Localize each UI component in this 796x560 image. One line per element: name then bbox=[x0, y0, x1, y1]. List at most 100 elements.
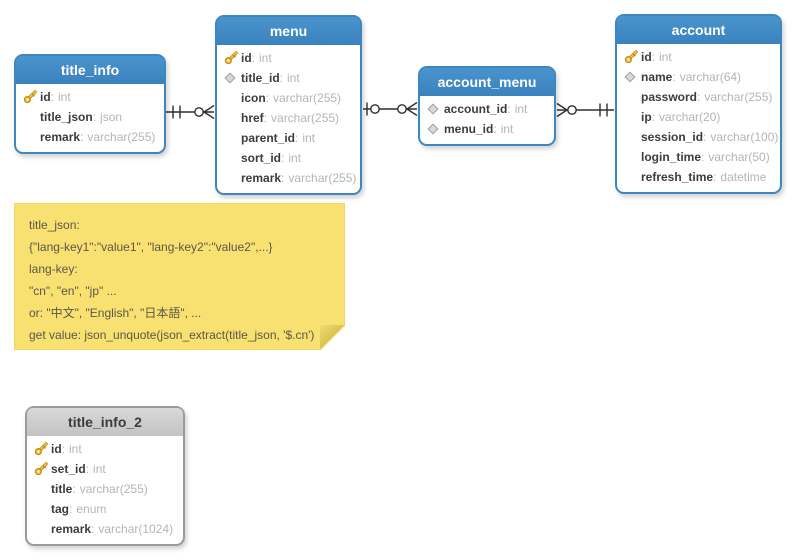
field-row-title_info_2-id[interactable]: idint bbox=[27, 439, 183, 459]
table-menu[interactable]: menuidinttitle_idinticonvarchar(255)href… bbox=[215, 15, 362, 195]
note-line: title_json: bbox=[29, 218, 80, 232]
field-row-title_info-remark[interactable]: remark varchar(255) bbox=[16, 127, 164, 147]
field-row-title_info_2-remark[interactable]: remark varchar(1024) bbox=[27, 519, 183, 539]
table-header-account_menu[interactable]: account_menu bbox=[420, 68, 554, 96]
field-row-account-refresh_time[interactable]: refresh_time datetime bbox=[617, 167, 780, 187]
field-row-menu-icon[interactable]: icon varchar(255) bbox=[217, 88, 360, 108]
field-type: varchar(255) bbox=[79, 482, 148, 496]
table-body-title_info_2: idintset_idinttitlevarchar(255)tagenumre… bbox=[27, 436, 183, 544]
field-type: int bbox=[58, 90, 71, 104]
field-row-menu-href[interactable]: href varchar(255) bbox=[217, 108, 360, 128]
field-type: int bbox=[514, 102, 528, 116]
field-name: password bbox=[641, 90, 700, 104]
field-row-menu-remark[interactable]: remark varchar(255) bbox=[217, 168, 360, 188]
field-icon-spacer bbox=[34, 502, 51, 516]
field-icon-spacer bbox=[624, 170, 641, 184]
field-row-title_info-id[interactable]: idint bbox=[16, 87, 164, 107]
table-header-account[interactable]: account bbox=[617, 16, 780, 44]
connector-account_menu-account[interactable] bbox=[556, 102, 614, 118]
note-line: "cn", "en", "jp" ... bbox=[29, 284, 117, 298]
note-line: or: "中文", "English", "日本語", ... bbox=[29, 306, 202, 320]
connector-menu-account_menu[interactable] bbox=[363, 101, 418, 117]
field-icon-spacer bbox=[224, 91, 241, 105]
field-row-menu-title_id[interactable]: title_id int bbox=[217, 68, 360, 88]
connector-title_info-menu[interactable] bbox=[166, 104, 215, 120]
field-type: int bbox=[659, 50, 672, 64]
primary-key-icon bbox=[224, 51, 241, 65]
field-row-account_menu-account_id[interactable]: account_idint bbox=[420, 99, 554, 119]
field-type: varchar(255) bbox=[288, 171, 357, 185]
field-type: varchar(1024) bbox=[98, 522, 174, 536]
table-header-title_info[interactable]: title_info bbox=[16, 56, 164, 84]
sticky-note[interactable]: title_json: {"lang-key1":"value1", "lang-… bbox=[14, 203, 345, 350]
table-header-menu[interactable]: menu bbox=[217, 17, 360, 45]
field-row-title_info-title_json[interactable]: title_jsonjson bbox=[16, 107, 164, 127]
field-type: varchar(100) bbox=[710, 130, 779, 144]
field-type: int bbox=[288, 151, 302, 165]
field-icon-spacer bbox=[224, 151, 241, 165]
field-row-account-password[interactable]: password varchar(255) bbox=[617, 87, 780, 107]
table-body-title_info: idinttitle_jsonjsonremarkvarchar(255) bbox=[16, 84, 164, 152]
field-name: title_id bbox=[241, 71, 283, 85]
field-name: id bbox=[51, 442, 65, 456]
field-icon-spacer bbox=[624, 110, 641, 124]
field-name: menu_id bbox=[444, 122, 497, 136]
table-title_info_2[interactable]: title_info_2idintset_idinttitlevarchar(2… bbox=[25, 406, 185, 546]
field-row-title_info_2-set_id[interactable]: set_idint bbox=[27, 459, 183, 479]
field-row-account_menu-menu_id[interactable]: menu_idint bbox=[420, 119, 554, 139]
field-name: remark bbox=[241, 171, 284, 185]
primary-key-icon bbox=[34, 442, 51, 456]
field-row-account-name[interactable]: namevarchar(64) bbox=[617, 67, 780, 87]
field-name: remark bbox=[40, 130, 83, 144]
field-name: id bbox=[641, 50, 655, 64]
field-name: ip bbox=[641, 110, 655, 124]
field-type: varchar(255) bbox=[273, 91, 342, 105]
primary-key-icon bbox=[34, 462, 51, 476]
field-row-title_info_2-tag[interactable]: tagenum bbox=[27, 499, 183, 519]
field-name: id bbox=[40, 90, 54, 104]
field-name: title bbox=[51, 482, 76, 496]
field-type: varchar(255) bbox=[271, 111, 340, 125]
note-line: get value: json_unquote(json_extract(tit… bbox=[29, 328, 315, 342]
field-row-account-session_id[interactable]: session_id varchar(100) bbox=[617, 127, 780, 147]
field-type: int bbox=[302, 131, 316, 145]
field-name: session_id bbox=[641, 130, 706, 144]
field-name: icon bbox=[241, 91, 269, 105]
field-icon-spacer bbox=[34, 522, 51, 536]
note-line: {"lang-key1":"value1", "lang-key2":"valu… bbox=[29, 240, 273, 254]
field-name: parent_id bbox=[241, 131, 298, 145]
field-row-account-ip[interactable]: ip varchar(20) bbox=[617, 107, 780, 127]
table-body-account: idintnamevarchar(64)passwordvarchar(255)… bbox=[617, 44, 780, 192]
field-icon-spacer bbox=[224, 131, 241, 145]
field-row-account-login_time[interactable]: login_timevarchar(50) bbox=[617, 147, 780, 167]
field-icon-spacer bbox=[224, 171, 241, 185]
field-name: title_json bbox=[40, 110, 96, 124]
field-icon-spacer bbox=[34, 482, 51, 496]
field-row-menu-parent_id[interactable]: parent_id int bbox=[217, 128, 360, 148]
field-row-account-id[interactable]: idint bbox=[617, 47, 780, 67]
table-title_info[interactable]: title_infoidinttitle_jsonjsonremarkvarch… bbox=[14, 54, 166, 154]
field-row-title_info_2-title[interactable]: titlevarchar(255) bbox=[27, 479, 183, 499]
field-type: datetime bbox=[720, 170, 767, 184]
field-type: varchar(255) bbox=[87, 130, 156, 144]
field-name: href bbox=[241, 111, 267, 125]
field-row-menu-sort_id[interactable]: sort_idint bbox=[217, 148, 360, 168]
field-icon-spacer bbox=[624, 130, 641, 144]
field-type: int bbox=[93, 462, 106, 476]
foreign-key-diamond-icon bbox=[427, 122, 444, 136]
field-name: refresh_time bbox=[641, 170, 716, 184]
field-type: varchar(255) bbox=[704, 90, 773, 104]
field-type: int bbox=[500, 122, 514, 136]
field-icon-spacer bbox=[23, 130, 40, 144]
field-row-menu-id[interactable]: idint bbox=[217, 48, 360, 68]
field-type: int bbox=[69, 442, 82, 456]
primary-key-icon bbox=[23, 90, 40, 104]
table-account[interactable]: accountidintnamevarchar(64)passwordvarch… bbox=[615, 14, 782, 194]
field-name: remark bbox=[51, 522, 94, 536]
field-type: varchar(50) bbox=[708, 150, 770, 164]
table-header-title_info_2[interactable]: title_info_2 bbox=[27, 408, 183, 436]
field-type: int bbox=[287, 71, 300, 85]
field-type: varchar(20) bbox=[659, 110, 721, 124]
